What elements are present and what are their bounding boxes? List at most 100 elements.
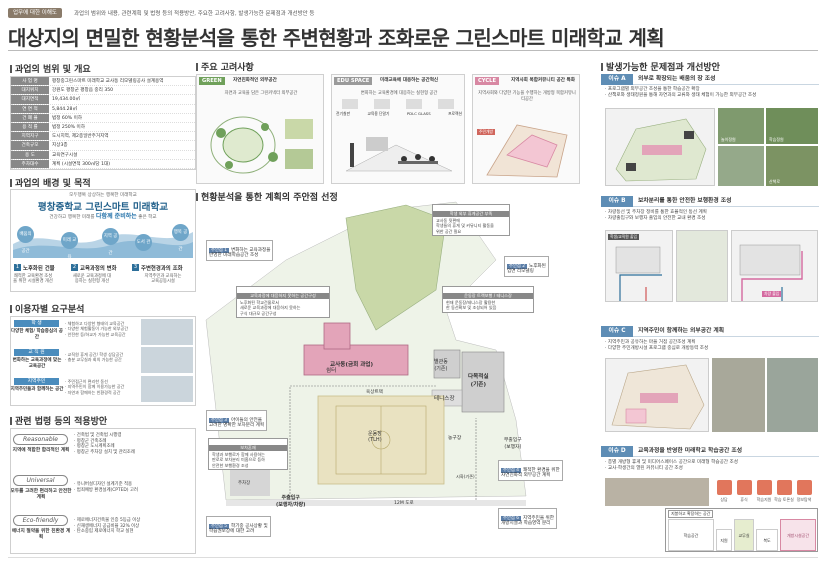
note-header: 운동장 트랙보행 / 테니스장: [443, 293, 533, 299]
user-resident-photo: [141, 376, 193, 402]
issue-b-bar: 이슈 B 보차분리를 통한 안전한 보행환경 조성: [601, 196, 819, 207]
background-line3: 건강하고 행복한 미래를 다함께 준비하는 좋은 학교: [49, 213, 157, 220]
law-reasonable-desc: · 건축법 및 건축법 시행령 · 평창군 건축조례 · 평창군 도시계획조례 …: [74, 433, 135, 455]
issue-a-photo-4-caption: 산책로: [769, 179, 781, 184]
site-plan-drawing: [205, 201, 527, 506]
background-slogan: 평창중학교 그린스마트 미래학교: [37, 202, 169, 213]
focus-6-code: 주안점 6: [501, 515, 521, 522]
scope-row-value: 강원도 평창군 평창읍 중리 350: [52, 88, 114, 94]
scope-row-key: 연 면 적: [11, 104, 49, 113]
consideration-edu-card: EDU SPACE 미래교육에 대응하는 공간혁신 변화하는 교육환경에 대응하…: [331, 74, 465, 184]
info-search-icon: [797, 480, 812, 495]
law-universal-desc: · 유니버설디자인 설계기준 적용 · 범죄예방 환경설계(CPTED) 고려: [74, 482, 138, 493]
user-student-sub: 다양한 체험/ 학습중심의 공간: [11, 329, 63, 340]
background-circle-4: 도서 관: [135, 234, 152, 251]
scope-row-value: 교육연구시설: [52, 152, 78, 158]
issue-b-map-2-drawing: [739, 244, 803, 301]
user-student-desc: · 체험하고 다양한 형태의 교육공간 · 다양한 체험활동이 가능한 외부공간…: [65, 321, 128, 337]
scope-row-value: 계획 (시설면적 300㎡당 1대): [52, 161, 111, 167]
map-label-main-gate: 주출입구 (보행자/차량): [276, 495, 306, 508]
issue-a-photo-4: 산책로: [766, 146, 818, 186]
cycle-tag: CYCLE: [475, 77, 500, 85]
issue-a-photo-3: [718, 146, 764, 186]
issue-d-plan: 지붕하고 확장하는 공간 학습공간 지원 교무실 복도 개방시설공간: [665, 508, 818, 552]
law-reasonable-title: 지역에 적합한 합리적인 계획: [12, 448, 70, 453]
focus-4-code: 주안점 4: [501, 467, 521, 474]
cycle-title: 지역사회 복합커뮤니티 공간 특화: [511, 78, 575, 83]
focus-4-text: 쾌적한 환경을 위한 자연친화적 외부공간 계획: [501, 467, 560, 479]
plan-zone-corridor: 복도: [756, 529, 778, 551]
background-item-2-number: 2: [71, 264, 78, 271]
user-resident-label: 지역주민: [14, 378, 59, 385]
considerations-heading: 주요 고려사항: [196, 60, 254, 73]
scope-row-key: 건축규모: [11, 141, 49, 150]
icon-caption: 학습지원: [756, 497, 772, 502]
issue-a-map-drawing: [615, 118, 707, 182]
note-text: 노후화된 학교건물로서 새로운 교육과정에 대응하지 못하는 구식 대규모 공간…: [240, 299, 301, 316]
plan-zone-office: 교무실: [734, 519, 754, 551]
plan-zone-support: 지원: [716, 529, 732, 551]
scope-row-key: 대지면적: [11, 95, 49, 104]
scope-row-value: 5,844.28㎡: [52, 106, 78, 112]
issue-a-photo-1-caption: 놀이정원: [721, 137, 736, 142]
background-heading: 과업의 배경 및 목적: [10, 176, 91, 189]
edu-label: 교육용 단말기: [367, 111, 390, 116]
issue-d-desc: · 층별 개방형 휴게 및 미디어스페이스 공간으로 미래형 학습공간 조성 ·…: [605, 460, 738, 471]
user-resident-desc: · 주민접근이 편리한 동선 · 지역주민이 함께 이용가능한 공간 · 자연과…: [65, 379, 125, 395]
edu-title: 미래교육에 대응하는 공간혁신: [380, 78, 439, 83]
issue-a-desc: · 프로그램별 외부공간 조성을 통한 학습공간 확장 · 산책로와 생태정원을…: [605, 87, 757, 98]
section-description: 과업의 범위와 내용, 관련계획 및 법령 등의 적용방안, 주요한 고려사항,…: [74, 11, 315, 17]
user-staff-label: 교 직 원: [14, 349, 59, 356]
plan-label-roof: 지붕하고 확장하는 공간: [668, 510, 714, 518]
edu-tag: EDU SPACE: [334, 77, 373, 85]
icon-caption: 상담: [720, 497, 728, 502]
scope-row-key: 지역지구: [11, 132, 49, 141]
scope-heading: 과업의 범위 및 개요: [10, 62, 91, 75]
background-circle-1: 배움의 공간: [17, 226, 34, 254]
scope-row-key: 사 업 명: [11, 77, 49, 86]
background-item-2-title: 교육과정의 변화: [80, 266, 117, 272]
issue-c-map: [605, 358, 709, 432]
issue-a-bar: 이슈 A 외부로 확장되는 배움의 장 조성: [601, 74, 819, 85]
note-text: 교사동 뒷편에 학생들의 휴게 및 커뮤니티 활동을 위한 공간 필요: [436, 217, 494, 234]
edu-label: PDLC GLASS: [406, 111, 431, 116]
user-staff-sub: 변화하는 교육과정에 맞는 교육공간: [12, 358, 62, 369]
scope-row-value: 19,434.00㎡: [52, 97, 80, 103]
issues-heading: 발생가능한 문제점과 개선방안: [601, 60, 720, 73]
map-label-road: 12M 도로: [394, 501, 414, 506]
note-header: 보차혼재: [209, 445, 287, 451]
background-circle-2: 미래 교육: [61, 232, 78, 260]
issue-b-tag: 이슈 B: [601, 196, 633, 207]
scope-row-key: 주차대수: [11, 159, 49, 168]
law-universal-badge: Universal: [13, 475, 68, 486]
edu-label: 프로젝션: [447, 111, 462, 116]
consideration-cycle-card: CYCLE 지역사회 복합커뮤니티 공간 특화 지역사회와 다양한 기능을 수행…: [472, 74, 580, 184]
rest-icon: [737, 480, 752, 495]
issue-b-desc: · 차량동선 및 주차장 정비를 통한 효율적인 동선 계획 · 차량출입구와 …: [605, 210, 707, 221]
user-student-photo: [141, 319, 193, 345]
map-label-gym: 별관동 (기존): [434, 359, 448, 372]
edu-label: 전기칠판: [336, 111, 350, 116]
focus-1-code: 주안점 1: [209, 247, 229, 254]
icon-caption: 학습 토론실: [774, 497, 794, 502]
green-diagram: [210, 116, 313, 174]
user-staff-photo: [141, 347, 193, 373]
issue-c-photo-1: [712, 358, 765, 432]
user-resident-sub: 지역주민들과 함께하는 공간: [10, 387, 64, 392]
scope-row-value: 도시지역, 제2종일반주거지역: [52, 134, 109, 140]
site-plan: 쉼터 교사동(금회 과업) 별관동 (기존) 다목적실 (기존) 테니스장 육상…: [196, 200, 580, 558]
scope-row-key: 건 폐 율: [11, 113, 49, 122]
map-label-multi-room: 다목적실 (기존): [468, 374, 489, 388]
